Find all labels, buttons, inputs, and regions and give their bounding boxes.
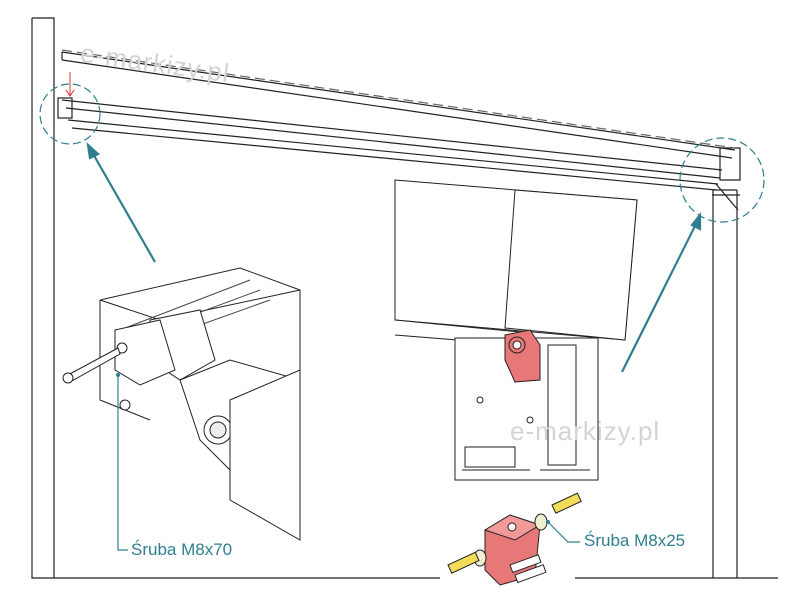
detail-circle-left — [39, 83, 101, 145]
awning-arm — [61, 99, 723, 191]
label-screw-m8x70: Śruba M8x70 — [131, 540, 233, 559]
retracted-position-line — [61, 49, 736, 149]
watermark: e-markizy.pl — [510, 416, 661, 446]
wall — [31, 17, 778, 579]
left-bracket-detail — [62, 267, 301, 541]
detail-circle-right — [679, 137, 765, 223]
screw-m8x70 — [447, 551, 480, 574]
awning-bracket-red — [504, 329, 541, 383]
awning-cassette — [61, 51, 736, 159]
leader-left — [117, 375, 128, 551]
label-screw-m8x25: Śruba M8x25 — [584, 531, 686, 550]
washer — [534, 513, 548, 531]
screw-m8x25 — [551, 492, 582, 514]
support-post — [712, 189, 738, 578]
red-arrow-icon — [65, 72, 75, 97]
leader-right — [547, 521, 580, 543]
exploded-bracket — [447, 492, 582, 586]
